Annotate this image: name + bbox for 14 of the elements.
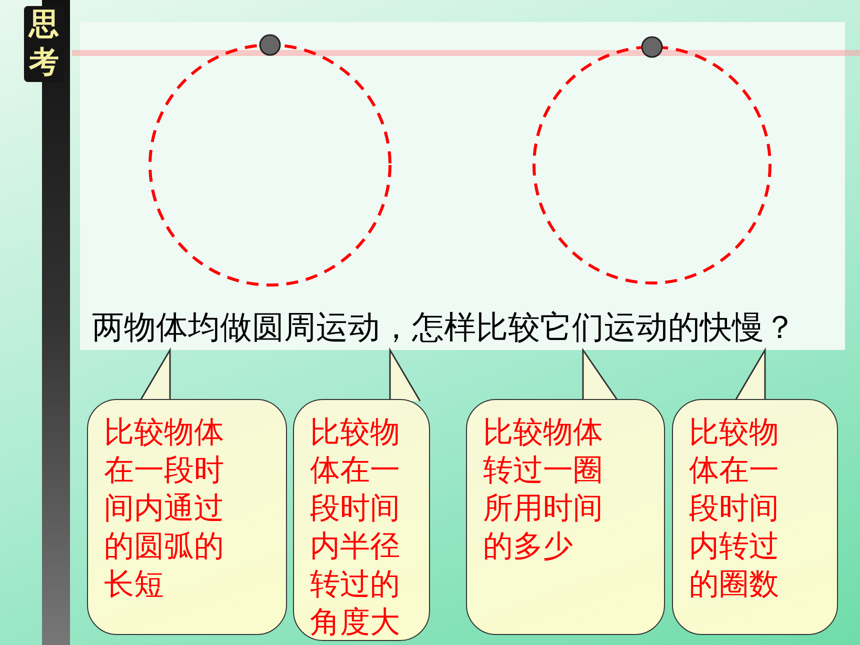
speech-bubble xyxy=(293,399,430,641)
bubble-text: 比较物体在一段时间内半径转过的角度大 xyxy=(310,414,401,642)
bubble-text: 比较物体在一段时间内通过的圆弧的长短 xyxy=(104,414,225,604)
speech-bubble-tail xyxy=(582,348,619,402)
bubble-text: 比较物体在一段时间内转过的圈数 xyxy=(689,414,780,604)
bubble-text: 比较物体转过一圈所用时间的多少 xyxy=(483,414,604,566)
question-text: 两物体均做圆周运动，怎样比较它们运动的快慢？ xyxy=(92,306,796,350)
speech-bubble xyxy=(672,399,838,635)
speech-bubble xyxy=(466,399,665,635)
speech-bubble-tail xyxy=(139,347,171,402)
speech-bubble-tail xyxy=(389,347,421,402)
title: 思考 xyxy=(24,6,64,82)
speech-bubble xyxy=(87,399,287,635)
speech-bubble-tail xyxy=(734,347,766,402)
